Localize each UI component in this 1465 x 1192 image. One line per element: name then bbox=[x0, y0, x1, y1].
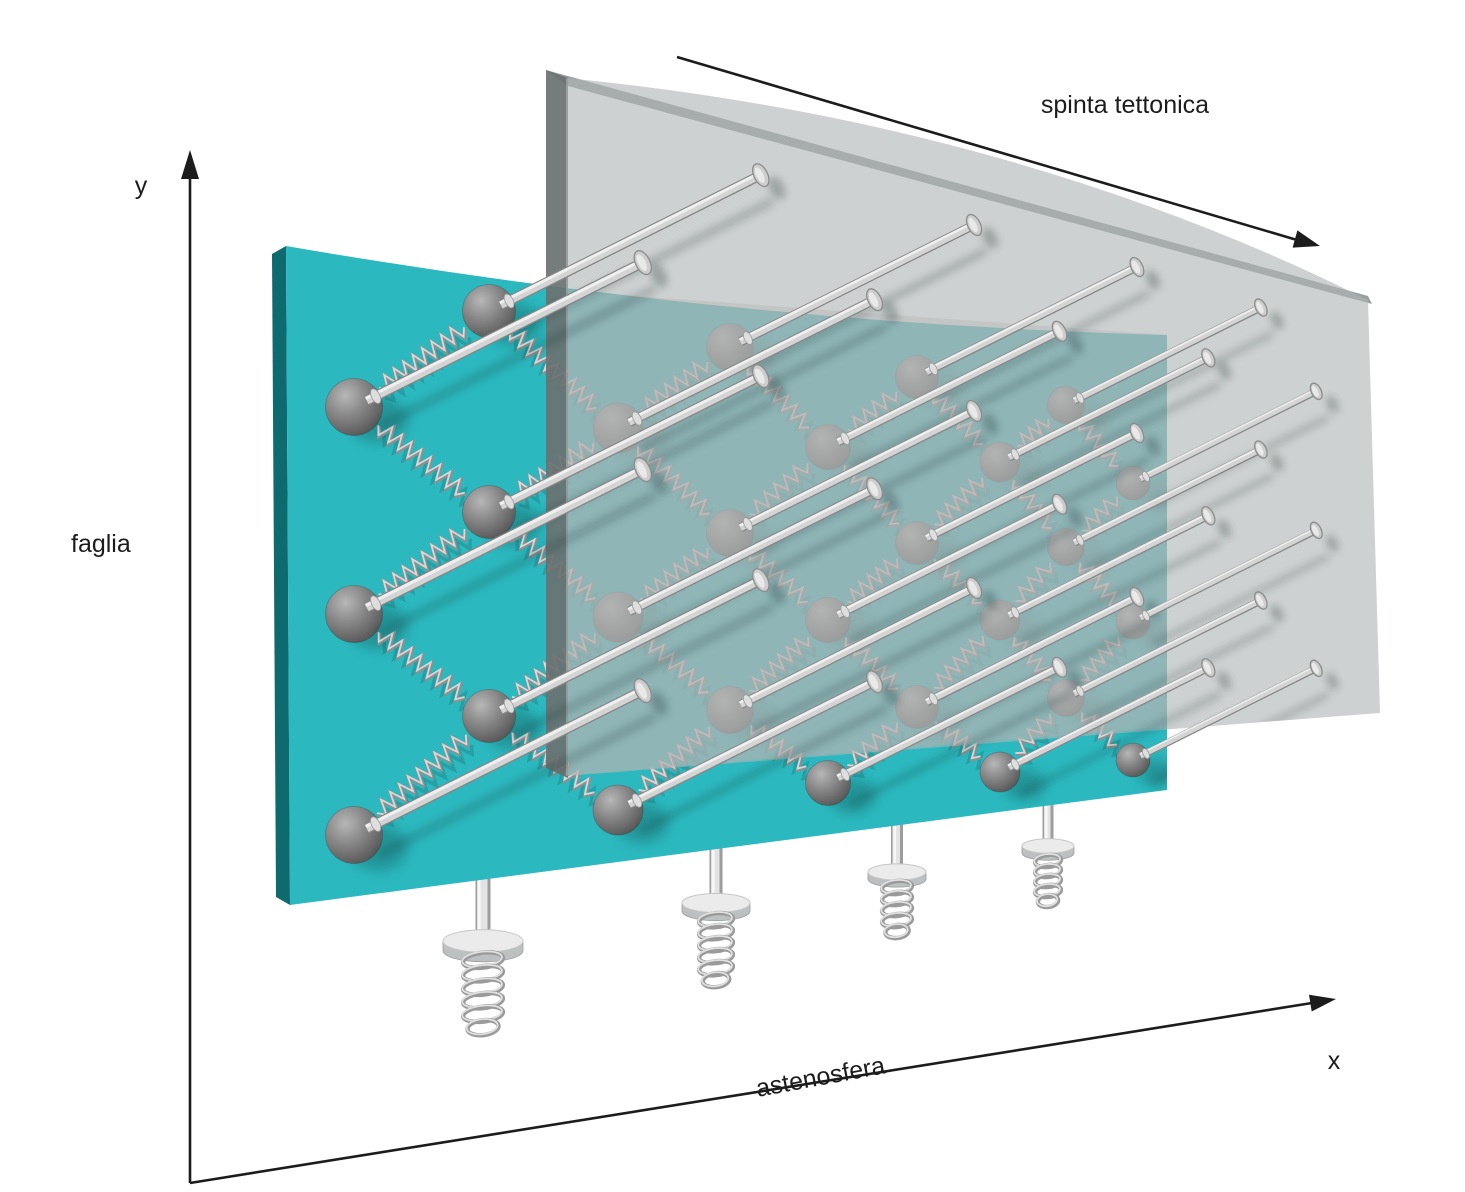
driver-rod bbox=[924, 256, 1145, 376]
y-axis-arrow-icon bbox=[181, 150, 199, 179]
rod-socket bbox=[1141, 610, 1150, 621]
driver-rod bbox=[1072, 298, 1268, 405]
block-sphere bbox=[325, 378, 383, 436]
rod-socket bbox=[370, 595, 382, 611]
rod-socket bbox=[503, 494, 515, 510]
rod-socket bbox=[1141, 471, 1150, 482]
block-sphere bbox=[805, 760, 851, 806]
driver-rod bbox=[1138, 382, 1323, 483]
block-sphere bbox=[979, 751, 1021, 793]
rod-socket bbox=[840, 604, 850, 618]
driver-rod bbox=[836, 493, 1068, 619]
model-scene bbox=[272, 70, 1380, 1038]
rod-socket bbox=[1075, 392, 1085, 404]
driver-rod bbox=[364, 250, 652, 406]
rod-socket bbox=[1075, 685, 1085, 697]
block-sphere bbox=[462, 689, 516, 743]
rod-socket bbox=[1010, 606, 1020, 619]
rod-socket bbox=[1010, 448, 1020, 461]
driver-rod bbox=[1007, 658, 1216, 772]
driver-rod bbox=[924, 422, 1145, 542]
driver-rod bbox=[836, 656, 1068, 782]
block-sphere bbox=[325, 585, 383, 643]
rod-socket bbox=[742, 694, 753, 708]
driver-rod bbox=[627, 477, 884, 616]
driver-rod bbox=[1138, 659, 1323, 760]
rod-socket bbox=[840, 767, 850, 781]
driver-rod bbox=[1138, 521, 1323, 622]
rod-socket bbox=[1010, 758, 1020, 771]
driver-rod bbox=[738, 576, 983, 709]
tectonic-push-arrow-line bbox=[676, 55, 1298, 242]
rod-socket bbox=[928, 692, 938, 706]
driver-rods bbox=[364, 163, 1323, 834]
y-axis-label: y bbox=[135, 172, 148, 200]
x-axis-label: x bbox=[1328, 1047, 1341, 1075]
asthenosphere-label: astenosfera bbox=[754, 1051, 888, 1102]
rod-socket bbox=[928, 528, 938, 542]
tectonic-push-arrow-icon bbox=[1292, 230, 1320, 248]
block-sphere bbox=[462, 485, 516, 539]
rod-socket bbox=[370, 388, 382, 404]
fault-label: faglia bbox=[71, 530, 131, 558]
driver-rod bbox=[498, 364, 770, 511]
axes bbox=[181, 55, 1336, 1185]
spring bbox=[377, 424, 471, 508]
block-sphere bbox=[1115, 742, 1151, 778]
rod-socket bbox=[503, 698, 515, 714]
rod-socket bbox=[503, 293, 515, 309]
rod-socket bbox=[742, 331, 753, 345]
driver-rod bbox=[1007, 348, 1216, 462]
support-post bbox=[1021, 794, 1075, 910]
driver-rod bbox=[738, 213, 983, 346]
rod-socket bbox=[370, 816, 382, 832]
tectonic-push-label: spinta tettonica bbox=[1041, 91, 1209, 119]
driver-rod bbox=[836, 320, 1068, 446]
block-sphere bbox=[592, 784, 644, 836]
rod-socket bbox=[1141, 748, 1150, 759]
x-axis-line bbox=[189, 1001, 1313, 1185]
driver-rod bbox=[364, 678, 652, 834]
driver-rod bbox=[1072, 440, 1268, 547]
driver-rod bbox=[364, 457, 652, 613]
block-sphere bbox=[325, 806, 383, 864]
spring bbox=[377, 630, 471, 712]
support-posts bbox=[442, 794, 1075, 1038]
rod-socket bbox=[742, 517, 753, 531]
x-axis-arrow-icon bbox=[1309, 994, 1336, 1012]
driver-rod bbox=[627, 288, 884, 427]
rod-socket bbox=[928, 362, 938, 376]
support-post bbox=[442, 866, 524, 1038]
rod-socket bbox=[631, 411, 643, 426]
rod-socket bbox=[840, 431, 850, 445]
support-post bbox=[867, 815, 927, 941]
driver-rod bbox=[498, 163, 770, 310]
driver-rod bbox=[924, 586, 1145, 706]
driver-rod bbox=[738, 399, 983, 532]
support-post bbox=[681, 838, 751, 990]
driver-rod bbox=[627, 670, 884, 809]
rod-socket bbox=[1075, 534, 1085, 546]
rod-socket bbox=[631, 793, 643, 808]
driver-rod bbox=[498, 568, 770, 715]
rod-socket bbox=[631, 600, 643, 615]
driver-rod bbox=[1072, 591, 1268, 698]
driver-rod bbox=[1007, 506, 1216, 620]
